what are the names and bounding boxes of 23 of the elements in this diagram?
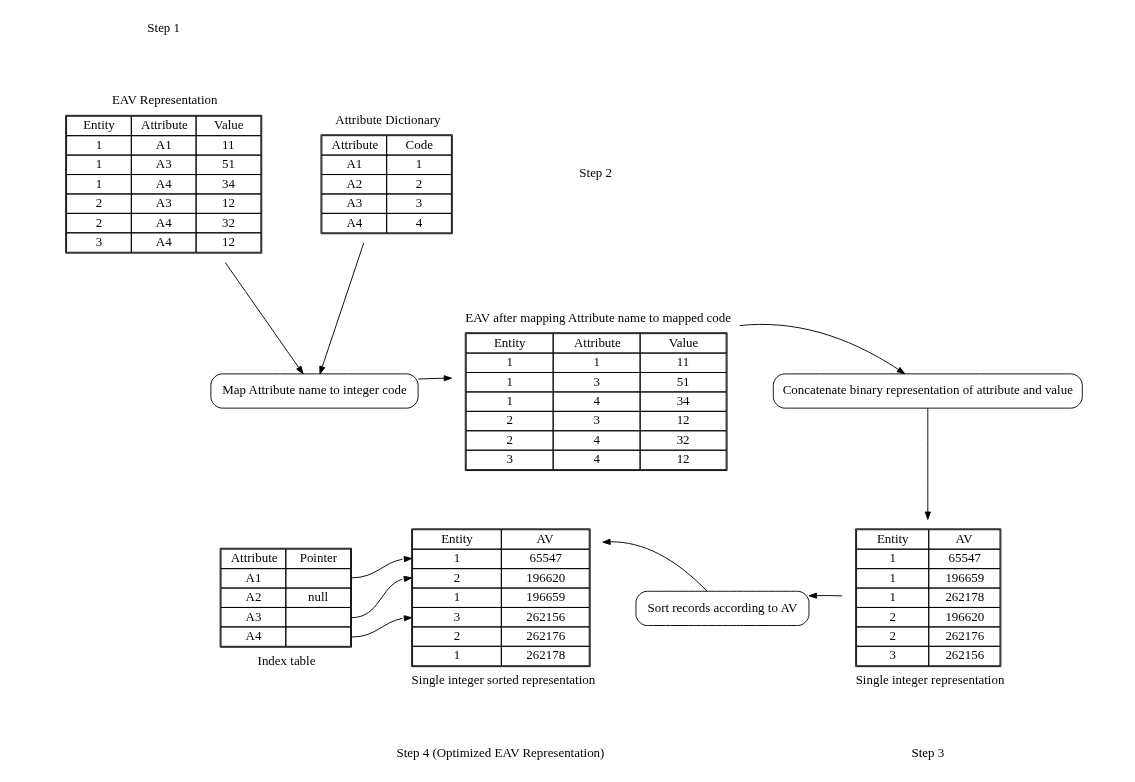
arrow	[224, 262, 304, 375]
node-label: Attribute Dictionary	[335, 111, 441, 127]
node-box: Concatenate binary representation of attribute and value	[772, 373, 1083, 409]
node-label: EAV Representation	[111, 92, 218, 108]
label: Step 4 (Optimized EAV Representation)	[396, 745, 605, 761]
label: Step 1	[147, 19, 181, 35]
node-label: Single integer representation	[855, 672, 1005, 688]
arrow	[319, 242, 365, 375]
arrow	[808, 592, 843, 599]
node-label: Index table	[257, 653, 316, 668]
arrow	[602, 538, 708, 592]
node-label: EAV after mapping Attribute name to mapped code	[465, 309, 732, 325]
label: Step 2	[579, 165, 613, 181]
arrow	[351, 615, 413, 638]
node-label: Single integer sorted representation	[411, 672, 596, 688]
arrow	[417, 375, 453, 382]
arrow	[739, 323, 906, 375]
node-box: Map Attribute name to integer code	[210, 373, 419, 409]
arrow	[351, 575, 413, 619]
arrow	[351, 556, 413, 579]
node-box: Sort records according to AV	[635, 590, 810, 626]
arrow	[924, 407, 931, 520]
label: Step 3	[911, 745, 945, 761]
